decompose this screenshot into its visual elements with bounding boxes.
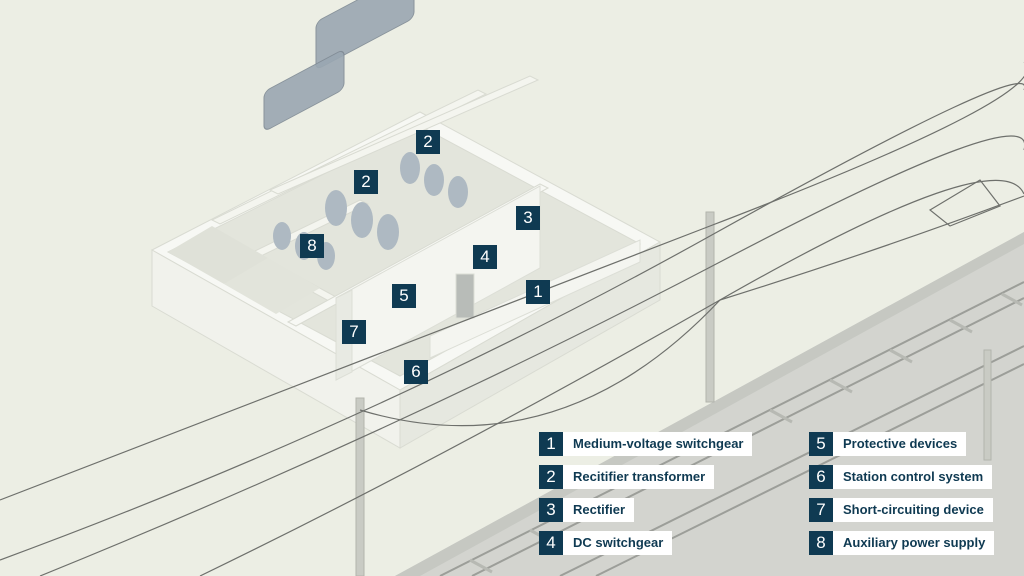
legend-label: Auxiliary power supply [833,531,995,555]
legend-item-1: 1 Medium-voltage switchgear [539,432,753,456]
legend-item-7: 7 Short-circuiting device [809,498,993,522]
legend-badge: 4 [539,531,563,555]
marker-8: 8 [300,234,324,258]
legend-item-4: 4 DC switchgear [539,531,673,555]
legend-badge: 6 [809,465,833,489]
room-floor-left [168,226,268,284]
legend-badge: 3 [539,498,563,522]
legend-badge: 8 [809,531,833,555]
legend-label: Station control system [833,465,993,489]
legend-label: Protective devices [833,432,967,456]
legend-badge: 1 [539,432,563,456]
transformer-coils [273,152,468,270]
legend-item-6: 6 Station control system [809,465,993,489]
marker-1: 1 [526,280,550,304]
legend-badge: 2 [539,465,563,489]
marker-2-top: 2 [416,130,440,154]
legend-label: Short-circuiting device [833,498,993,522]
legend-item-2: 2 Recitifier transformer [539,465,715,489]
room-floor-aux [224,258,320,314]
legend-label: Rectifier [563,498,635,522]
track-gravel-edge [395,232,1024,576]
transformers [263,0,415,130]
legend-label: Medium-voltage switchgear [563,432,753,456]
overhead-wires [0,62,1024,576]
legend-badge: 7 [809,498,833,522]
marker-7: 7 [342,320,366,344]
marker-4: 4 [473,245,497,269]
legend-item-8: 8 Auxiliary power supply [809,531,995,555]
marker-5: 5 [392,284,416,308]
legend-item-3: 3 Rectifier [539,498,635,522]
marker-6: 6 [404,360,428,384]
legend-label: DC switchgear [563,531,673,555]
marker-2-middle: 2 [354,170,378,194]
legend-label: Recitifier transformer [563,465,715,489]
marker-3: 3 [516,206,540,230]
legend-badge: 5 [809,432,833,456]
legend-item-5: 5 Protective devices [809,432,967,456]
